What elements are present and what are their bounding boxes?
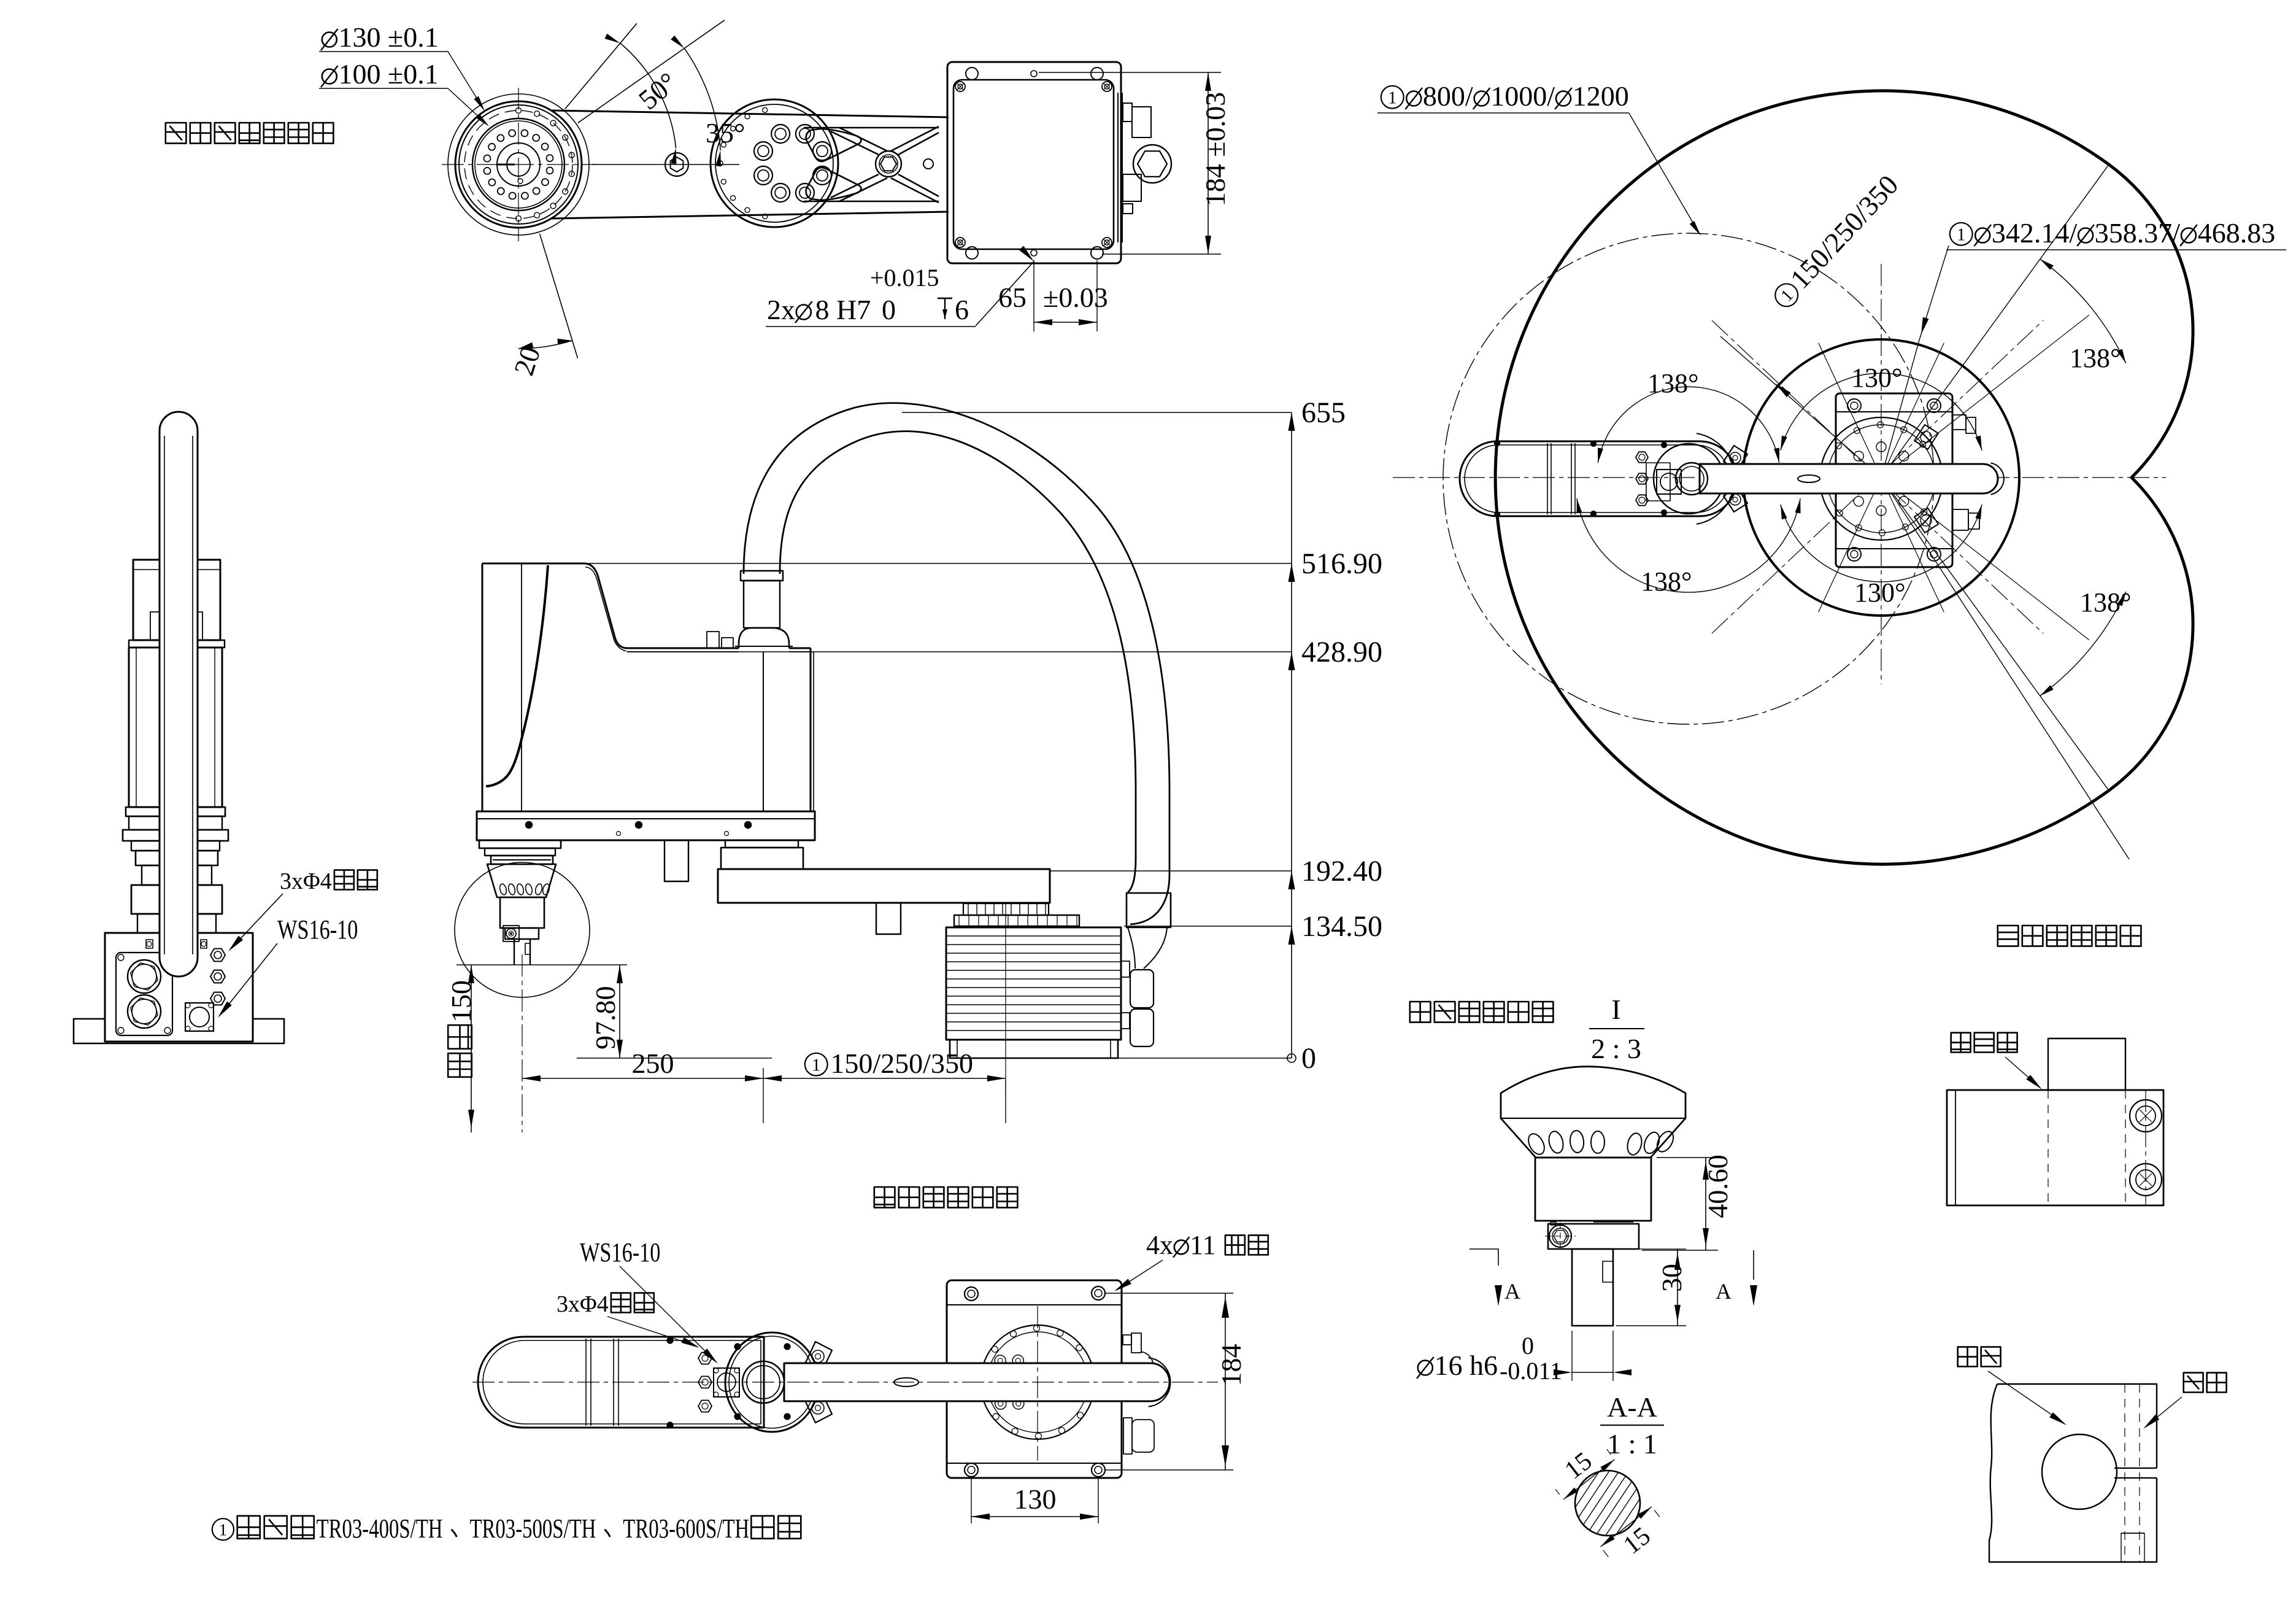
svg-text:130: 130 — [1014, 1483, 1057, 1515]
svg-text:+0.015: +0.015 — [870, 264, 939, 292]
svg-text:134.50: 134.50 — [1301, 910, 1382, 943]
svg-text:184: 184 — [1215, 1344, 1247, 1386]
svg-text:1: 1 — [1957, 225, 1965, 244]
svg-text:342.14/: 342.14/ — [1992, 217, 2078, 249]
svg-text:WS16-10: WS16-10 — [580, 1237, 660, 1267]
svg-text:3xΦ4: 3xΦ4 — [280, 868, 332, 894]
svg-text:TR03-400S/TH: TR03-400S/TH — [317, 1514, 443, 1544]
svg-text:A: A — [1504, 1279, 1520, 1304]
svg-text:6: 6 — [955, 294, 969, 325]
svg-text:A-A: A-A — [1607, 1391, 1657, 1423]
svg-text:16 h6: 16 h6 — [1435, 1350, 1498, 1381]
svg-text:1000/: 1000/ — [1490, 80, 1555, 112]
svg-text:65: 65 — [998, 282, 1027, 313]
svg-text:138°: 138° — [1641, 566, 1692, 597]
svg-text:428.90: 428.90 — [1301, 636, 1382, 668]
svg-text:1: 1 — [812, 1056, 820, 1075]
svg-text:0: 0 — [882, 294, 896, 325]
svg-text:0: 0 — [1522, 1332, 1534, 1359]
svg-text:138°: 138° — [2070, 343, 2121, 373]
svg-text:I: I — [1611, 994, 1620, 1025]
svg-text:2 : 3: 2 : 3 — [1591, 1033, 1641, 1064]
svg-text:1 : 1: 1 : 1 — [1607, 1428, 1657, 1460]
svg-text:130°: 130° — [1854, 578, 1906, 608]
svg-text:138°: 138° — [2080, 587, 2132, 617]
svg-text:1200: 1200 — [1573, 80, 1629, 112]
svg-text:150: 150 — [445, 980, 477, 1023]
svg-text:130°: 130° — [1851, 363, 1903, 393]
svg-text:250: 250 — [632, 1048, 674, 1079]
svg-text:130 ±0.1: 130 ±0.1 — [339, 21, 439, 53]
svg-text:TR03-600S/TH: TR03-600S/TH — [623, 1514, 749, 1544]
svg-text:516.90: 516.90 — [1301, 547, 1382, 580]
svg-text:655: 655 — [1301, 396, 1346, 429]
svg-text:35°: 35° — [706, 117, 745, 149]
svg-text:-0.011: -0.011 — [1500, 1357, 1562, 1385]
svg-text:11: 11 — [1190, 1230, 1215, 1260]
svg-text:2x: 2x — [767, 294, 795, 325]
svg-text:468.83: 468.83 — [2198, 217, 2276, 249]
svg-text:192.40: 192.40 — [1301, 855, 1382, 887]
svg-text:100 ±0.1: 100 ±0.1 — [339, 58, 439, 90]
svg-text:±0.03: ±0.03 — [1043, 282, 1108, 313]
svg-text:97.80: 97.80 — [590, 986, 621, 1050]
svg-text:138°: 138° — [1647, 368, 1699, 398]
svg-text:8 H7: 8 H7 — [815, 294, 871, 325]
svg-text:184 ±0.03: 184 ±0.03 — [1200, 92, 1231, 206]
svg-text:1: 1 — [219, 1521, 228, 1539]
svg-text:150/250/350: 150/250/350 — [830, 1048, 973, 1079]
svg-text:40.60: 40.60 — [1702, 1154, 1733, 1218]
svg-text:1: 1 — [1388, 88, 1396, 107]
svg-text:A: A — [1716, 1279, 1732, 1304]
svg-text:WS16-10: WS16-10 — [277, 914, 358, 945]
svg-text:358.37/: 358.37/ — [2095, 217, 2181, 249]
svg-text:0: 0 — [1301, 1042, 1316, 1075]
svg-text:3xΦ4: 3xΦ4 — [557, 1291, 609, 1317]
svg-text:800/: 800/ — [1423, 80, 1473, 112]
svg-text:30: 30 — [1656, 1264, 1687, 1292]
svg-text:4x: 4x — [1146, 1230, 1173, 1260]
svg-text:TR03-500S/TH: TR03-500S/TH — [470, 1514, 596, 1544]
